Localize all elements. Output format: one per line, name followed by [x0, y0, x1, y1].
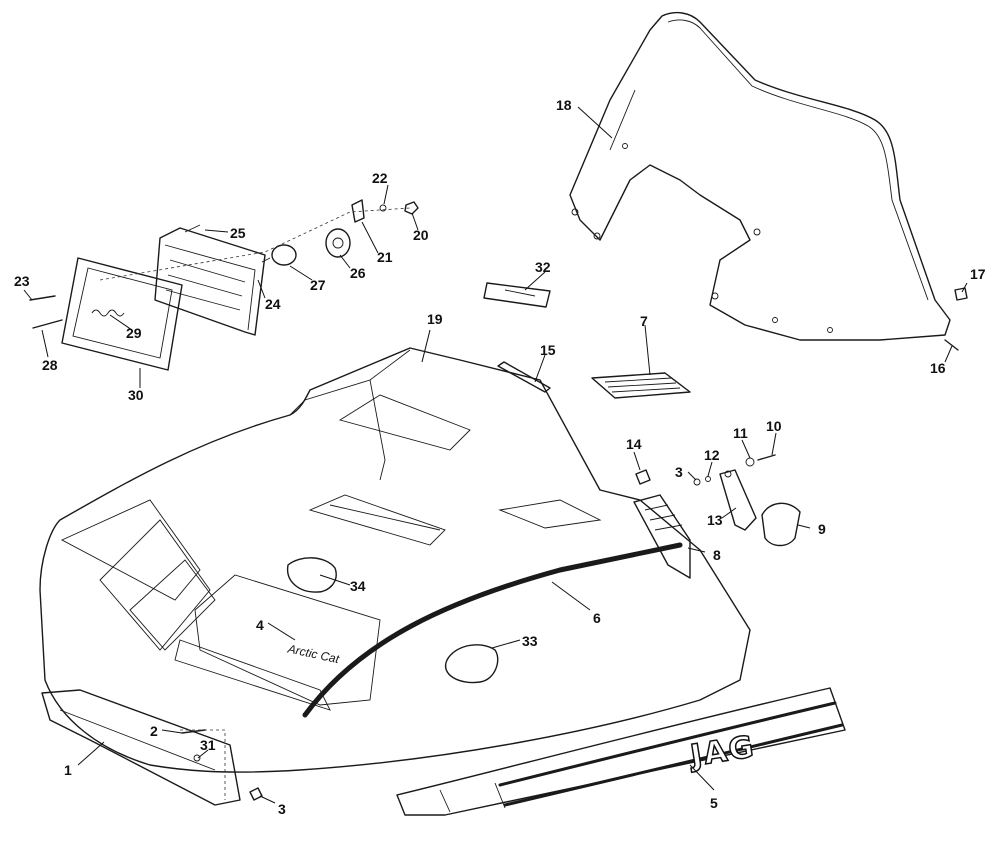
callout-9: 9 [818, 521, 826, 537]
callout-18: 18 [556, 97, 572, 113]
bumper [41, 689, 263, 806]
callout-34: 34 [350, 578, 366, 594]
nut-12 [705, 476, 711, 482]
callout-14: 14 [626, 436, 642, 452]
hood: Arctic Cat [39, 347, 751, 773]
bolt-2 [181, 729, 206, 734]
callout-19: 19 [427, 311, 443, 327]
callout-32: 32 [535, 259, 551, 275]
bolt-10 [757, 454, 776, 461]
vent-7 [591, 372, 691, 399]
callout-27: 27 [310, 277, 326, 293]
callout-13: 13 [707, 512, 723, 528]
callout-5: 5 [710, 795, 718, 811]
callout-23: 23 [14, 273, 30, 289]
svg-text:Arctic Cat: Arctic Cat [286, 641, 341, 666]
callout-15: 15 [540, 342, 556, 358]
link-13 [719, 469, 757, 531]
side-decal: JAG [396, 687, 846, 816]
callout-11: 11 [733, 425, 748, 441]
bracket-8 [633, 494, 691, 579]
windshield-hardware [944, 287, 968, 351]
callout-30: 30 [128, 387, 144, 403]
washer-11 [745, 457, 755, 467]
callout-6: 6 [593, 610, 601, 626]
leader-lines [23, 106, 968, 804]
rivet-31 [193, 754, 201, 762]
callout-24: 24 [265, 296, 281, 312]
clip-14 [635, 469, 651, 485]
callout-labels: 1 2 3 3 4 5 6 7 8 9 10 11 12 13 14 15 16… [14, 97, 986, 817]
callout-26: 26 [350, 265, 366, 281]
callout-1: 1 [64, 762, 72, 778]
callout-10: 10 [766, 418, 782, 434]
callout-21: 21 [377, 249, 393, 265]
callout-7: 7 [640, 313, 648, 329]
callout-28: 28 [42, 357, 58, 373]
nut-3b [249, 787, 263, 801]
callout-20: 20 [413, 227, 429, 243]
callout-33: 33 [522, 633, 538, 649]
callout-12: 12 [704, 447, 720, 463]
trim-15 [497, 361, 551, 393]
small-parts-center [483, 282, 691, 399]
windshield [569, 11, 951, 341]
callout-31: 31 [200, 737, 216, 753]
latch-hardware [633, 454, 801, 579]
headlight-assembly [29, 199, 419, 371]
callout-8: 8 [713, 547, 721, 563]
nut-3 [693, 478, 701, 486]
decal-32 [483, 282, 551, 308]
callout-3-latch: 3 [675, 464, 683, 480]
callout-2: 2 [150, 723, 158, 739]
callout-29: 29 [126, 325, 142, 341]
callout-3-bumper: 3 [278, 801, 286, 817]
callout-25: 25 [230, 225, 246, 241]
callout-22: 22 [372, 170, 388, 186]
callout-16: 16 [930, 360, 946, 376]
callout-17: 17 [970, 266, 986, 282]
callout-4: 4 [256, 617, 264, 633]
hook-9 [761, 502, 801, 547]
